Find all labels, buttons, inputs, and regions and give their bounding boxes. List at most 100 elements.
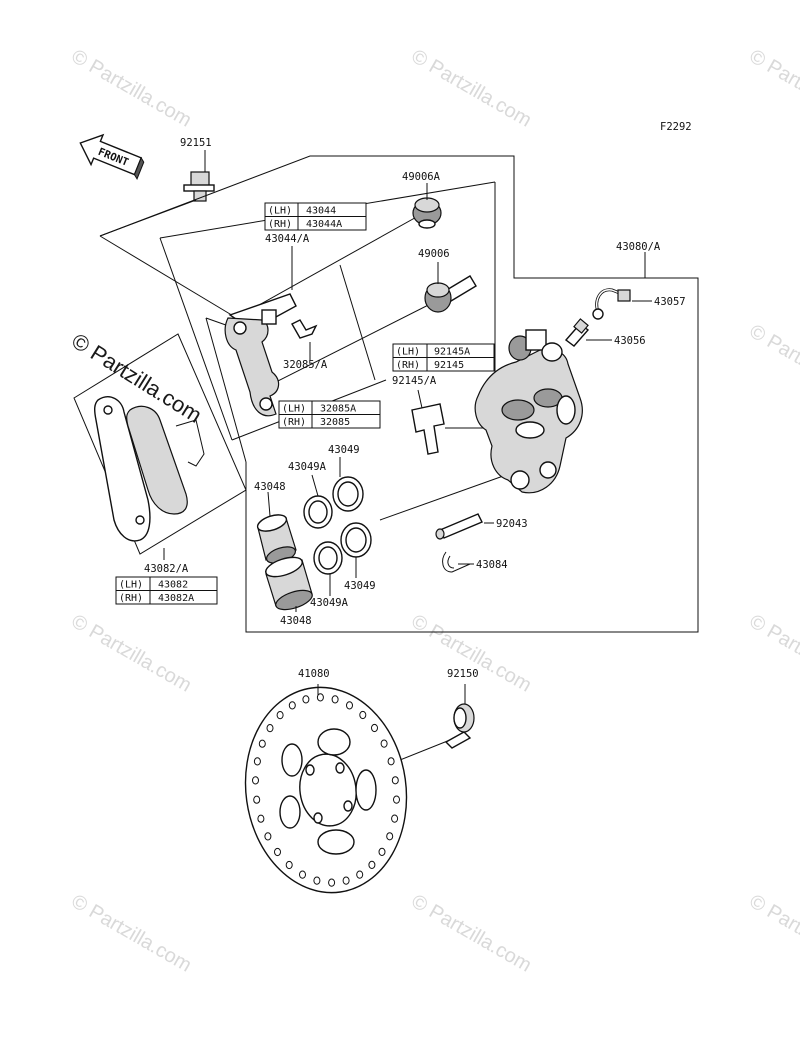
table-92145: (LH) 92145A (RH) 92145 bbox=[392, 343, 495, 372]
part-label-43049A: 43049A bbox=[310, 597, 349, 609]
part-label-43049: 43049 bbox=[328, 444, 360, 456]
disc-hole bbox=[387, 757, 395, 766]
pin-92043 bbox=[435, 513, 494, 540]
watermark: © Partzilla.com bbox=[746, 610, 800, 696]
part-label-43082A: 43082/A bbox=[144, 563, 189, 575]
disc-hole bbox=[274, 847, 281, 857]
table-part: 32085 bbox=[320, 417, 350, 428]
bleeder-cap-43057 bbox=[592, 288, 652, 320]
part-label-43049A: 43049A bbox=[288, 461, 327, 473]
disc-hole bbox=[276, 711, 284, 720]
clip-43084 bbox=[442, 551, 474, 573]
watermark: © Partzilla.com bbox=[68, 610, 196, 696]
disc-holes bbox=[252, 693, 400, 887]
disc-hole bbox=[356, 870, 364, 879]
part-label-43048: 43048 bbox=[254, 481, 286, 493]
disc-hole bbox=[257, 814, 265, 823]
pistons-43048 bbox=[256, 491, 313, 612]
front-direction-arrow: FRONT bbox=[79, 133, 145, 180]
brake-disc-41080 bbox=[244, 684, 408, 894]
part-label-43080A: 43080/A bbox=[616, 241, 661, 253]
table-part: 32085A bbox=[320, 404, 356, 415]
watermark: © Partzilla.com bbox=[746, 890, 800, 976]
table-part: 92145 bbox=[434, 360, 464, 371]
brake-pads-43082 bbox=[73, 333, 247, 560]
pin-49006 bbox=[424, 262, 477, 313]
disc-hole bbox=[393, 795, 400, 804]
disc-hole bbox=[368, 860, 376, 870]
table-side: (LH) bbox=[268, 206, 292, 217]
part-label-41080: 41080 bbox=[298, 668, 330, 680]
part-label-32085A: 32085/A bbox=[283, 359, 328, 371]
part-label-49006A: 49006A bbox=[402, 171, 441, 183]
seals-group bbox=[303, 457, 372, 596]
part-label-92043: 92043 bbox=[496, 518, 528, 530]
part-label-43049: 43049 bbox=[344, 580, 376, 592]
caliper-body-43080 bbox=[474, 329, 583, 494]
table-part: 43082A bbox=[158, 593, 194, 604]
bleeder-valve-43056 bbox=[564, 318, 612, 347]
part-label-92151: 92151 bbox=[180, 137, 212, 149]
disc-hole bbox=[316, 693, 324, 702]
table-side: (LH) bbox=[282, 404, 306, 415]
disc-hole bbox=[331, 695, 339, 704]
part-label-43056: 43056 bbox=[614, 335, 646, 347]
table-43082: (LH) 43082 (RH) 43082A bbox=[115, 576, 218, 605]
watermark: © Partzilla.com bbox=[408, 890, 536, 976]
watermark: © Partzilla.com bbox=[746, 45, 800, 131]
table-part: 43044 bbox=[306, 206, 336, 217]
disc-hole bbox=[253, 795, 261, 804]
spring-92145 bbox=[411, 389, 445, 455]
boot-49006A bbox=[412, 183, 442, 229]
table-43044: (LH) 43044 (RH) 43044A bbox=[264, 202, 367, 231]
disc-hole bbox=[346, 701, 353, 710]
disc-hole bbox=[302, 695, 310, 704]
disc-hole bbox=[328, 878, 336, 887]
part-label-43048: 43048 bbox=[280, 615, 312, 627]
disc-hole bbox=[359, 710, 367, 720]
disc-hole bbox=[386, 832, 394, 841]
table-side: (RH) bbox=[282, 417, 306, 428]
disc-hole bbox=[253, 757, 261, 766]
table-side: (LH) bbox=[396, 347, 420, 358]
part-label-43057: 43057 bbox=[654, 296, 686, 308]
disc-hole bbox=[371, 723, 378, 733]
figure-code: F2292 bbox=[660, 121, 692, 133]
disc-hole bbox=[258, 739, 266, 748]
bolt-92150 bbox=[444, 684, 475, 749]
disc-hole bbox=[313, 876, 321, 885]
table-32085: (LH) 32085A (RH) 32085 bbox=[278, 400, 381, 429]
disc-hole bbox=[380, 739, 388, 748]
disc-hole bbox=[285, 860, 293, 870]
disc-hole bbox=[391, 814, 399, 823]
disc-hole bbox=[252, 776, 259, 785]
watermark: © Partzilla.com bbox=[746, 320, 800, 406]
watermark: © Partzilla.com bbox=[68, 45, 196, 131]
part-label-92145A: 92145/A bbox=[392, 375, 437, 387]
part-label-92150: 92150 bbox=[447, 668, 479, 680]
table-side: (RH) bbox=[268, 219, 292, 230]
disc-hole bbox=[264, 832, 272, 841]
part-label-49006: 49006 bbox=[418, 248, 450, 260]
table-part: 92145A bbox=[434, 347, 470, 358]
table-side: (RH) bbox=[119, 593, 143, 604]
disc-hole bbox=[299, 870, 306, 879]
table-part: 43044A bbox=[306, 219, 342, 230]
disc-hole bbox=[342, 876, 350, 885]
disc-hole bbox=[378, 847, 386, 857]
watermark: © Partzilla.com bbox=[408, 610, 536, 696]
table-side: (RH) bbox=[396, 360, 420, 371]
table-side: (LH) bbox=[119, 580, 143, 591]
watermark: © Partzilla.com bbox=[68, 890, 196, 976]
disc-hole bbox=[266, 724, 274, 733]
bolt-92151 bbox=[183, 150, 215, 202]
watermark: © Partzilla.com bbox=[408, 45, 536, 131]
table-part: 43082 bbox=[158, 580, 188, 591]
part-label-43044A: 43044/A bbox=[265, 233, 310, 245]
part-label-43084: 43084 bbox=[476, 559, 508, 571]
disc-hole bbox=[391, 776, 399, 785]
caliper-bracket-43044 bbox=[224, 293, 297, 417]
clip-32085 bbox=[291, 319, 318, 360]
